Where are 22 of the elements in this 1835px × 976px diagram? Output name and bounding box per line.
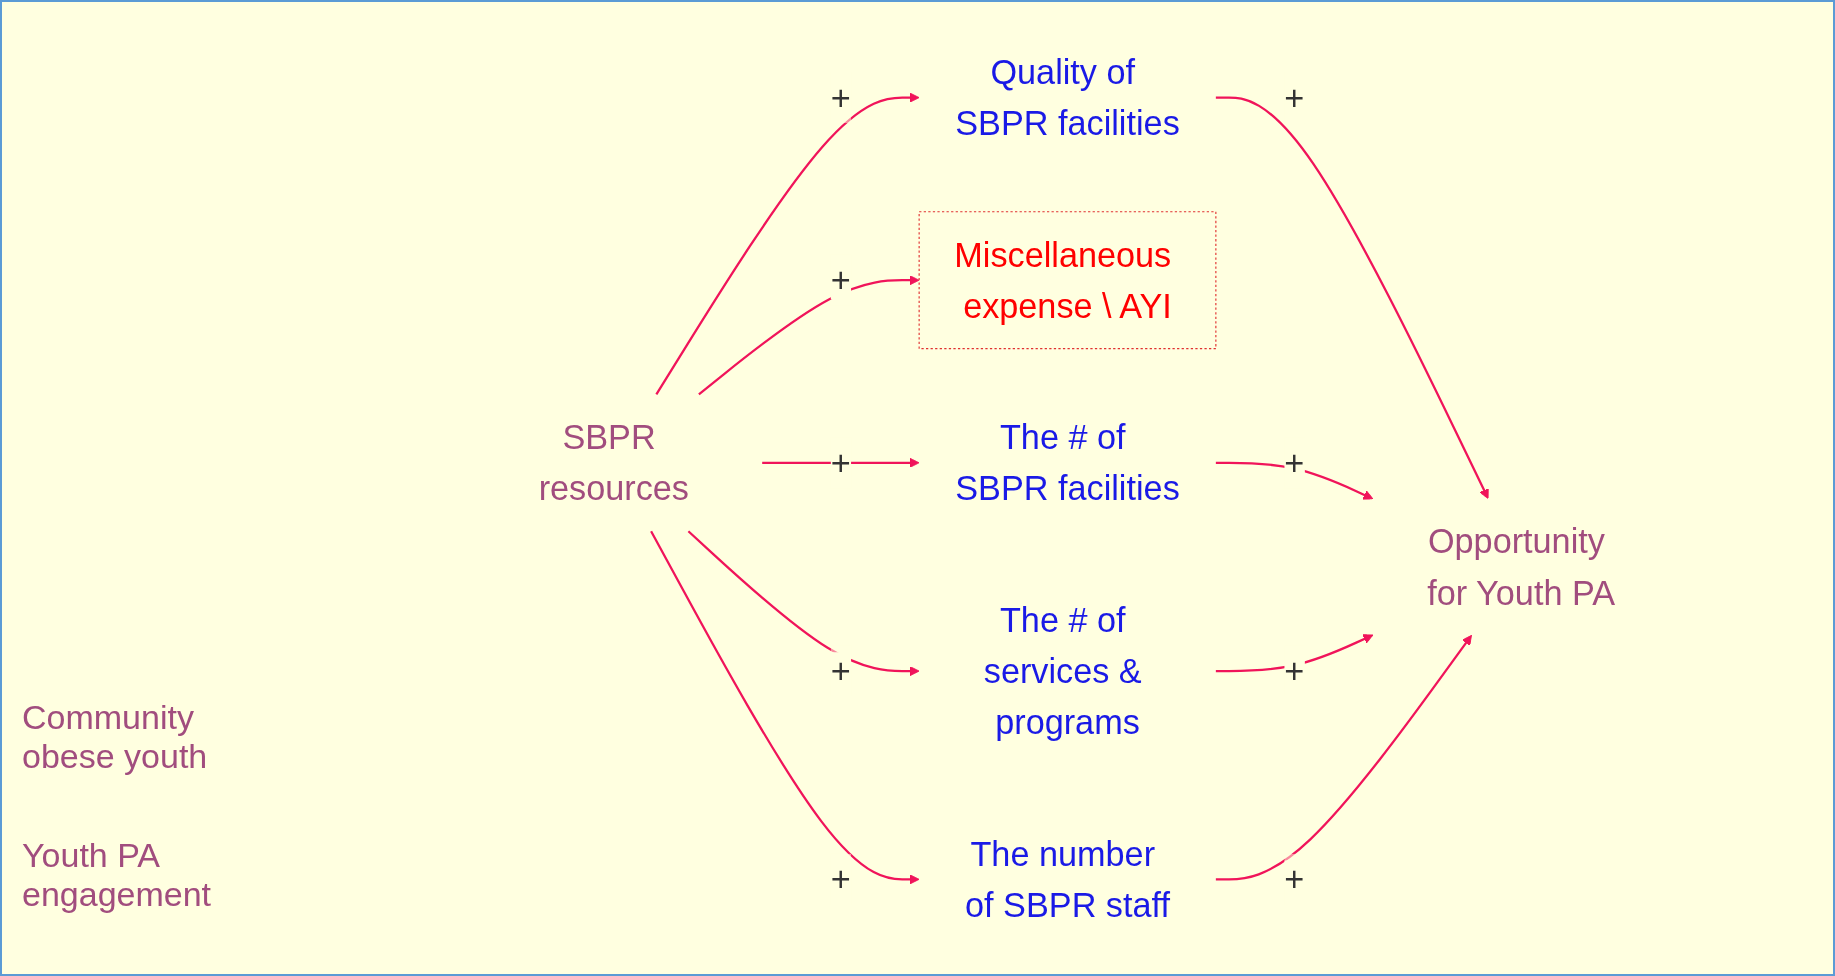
- edge-label: +: [1284, 651, 1305, 690]
- edge-label: +: [1284, 78, 1305, 116]
- edge-label: +: [830, 651, 851, 690]
- arrow: [655, 92, 920, 395]
- variable-label: Community obese youth: [22, 698, 209, 776]
- edge-label: +: [830, 260, 851, 299]
- arrow: [650, 530, 920, 884]
- node-text: SBPR resources: [538, 417, 689, 507]
- edge-label: +: [1284, 443, 1305, 482]
- variable-label: Youth PA engagement: [22, 836, 213, 914]
- edge-label: +: [830, 443, 851, 482]
- arrow: [698, 274, 920, 395]
- edge-label: +: [1284, 860, 1305, 898]
- node-text: The # of SBPR facilities: [955, 417, 1180, 507]
- edge-label: +: [830, 860, 851, 898]
- node-text: Quality of SBPR facilities: [955, 52, 1180, 142]
- node-text: The # of services & programs: [983, 600, 1142, 741]
- edge-label: +: [830, 78, 851, 116]
- node-box: Miscellaneous expense \ AYI: [918, 210, 1217, 349]
- arrow: [687, 529, 920, 676]
- node-text: The number of SBPR staff: [965, 834, 1170, 924]
- node-text: Opportunity for Youth PA: [1427, 521, 1616, 611]
